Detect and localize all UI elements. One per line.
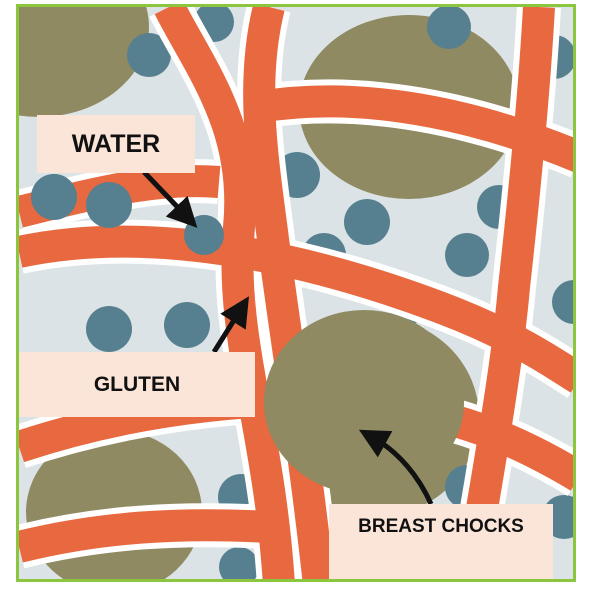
gluten-label: GLUTEN (19, 352, 255, 417)
starch-granule-center (264, 310, 464, 494)
diagram-frame: WATER GLUTEN BREAST CHOCKS (16, 4, 576, 582)
water-droplet (427, 7, 471, 49)
water-label: WATER (37, 115, 195, 173)
water-droplet (219, 547, 259, 582)
water-droplet (445, 233, 489, 277)
water-droplet (86, 306, 132, 352)
water-droplet (86, 182, 132, 228)
water-droplet (552, 280, 576, 324)
water-droplet (164, 302, 210, 348)
water-droplet (344, 199, 390, 245)
water-droplet (31, 174, 77, 220)
water-droplet (184, 215, 224, 255)
diagram-canvas (19, 7, 576, 582)
breast-chocks-label: BREAST CHOCKS (329, 504, 553, 582)
